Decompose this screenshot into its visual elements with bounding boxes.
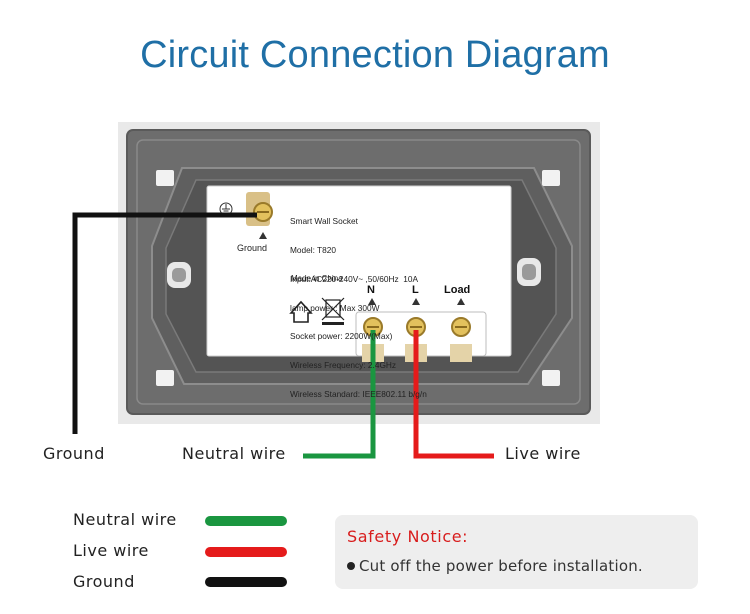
- spec-text: Smart Wall Socket Model: T820 Input:AC22…: [290, 198, 427, 409]
- legend-ground-label: Ground: [73, 572, 135, 591]
- neutral-wire: [303, 330, 376, 459]
- ground-wire-label: Ground: [43, 444, 105, 463]
- terminal-n-label: N: [367, 284, 375, 296]
- legend-live-swatch: [205, 547, 287, 557]
- legend-neutral-label: Neutral wire: [73, 510, 177, 529]
- legend-neutral-swatch: [205, 516, 287, 526]
- page-title: Circuit Connection Diagram: [140, 34, 610, 76]
- safety-notice-title: Safety Notice:: [347, 527, 469, 546]
- spec-line: Socket power: 2200W(Max): [290, 331, 393, 342]
- legend-live-label: Live wire: [73, 541, 149, 560]
- neutral-wire-label: Neutral wire: [182, 444, 286, 463]
- ground-terminal-label: Ground: [237, 243, 268, 253]
- house-icon: [289, 300, 313, 323]
- spec-line: Model: T820: [290, 244, 336, 255]
- spec-line: Input:AC220-240V~ ,50/60Hz 10A: [290, 273, 418, 284]
- legend-ground-swatch: [205, 577, 287, 587]
- live-wire: [413, 330, 494, 459]
- spec-line: Wireless Frequency: 2.4GHz: [290, 360, 397, 371]
- spec-line: Smart Wall Socket: [290, 216, 358, 227]
- made-in-label: Made in China: [291, 274, 343, 283]
- live-wire-label: Live wire: [505, 444, 581, 463]
- safety-notice-item: Cut off the power before installation.: [347, 557, 643, 575]
- terminal-l-label: L: [412, 284, 419, 296]
- safety-notice-text: Cut off the power before installation.: [359, 557, 643, 575]
- spec-line: Wireless Standard: IEEE802.11 b/g/n: [290, 388, 427, 399]
- ground-wire: [72, 212, 257, 434]
- safety-notice: Safety Notice: Cut off the power before …: [335, 515, 698, 589]
- ground-arrow-icon: [259, 232, 267, 239]
- terminal-load-label: Load: [444, 284, 471, 296]
- crossed-bin-icon: [321, 297, 345, 325]
- bullet-icon: [347, 562, 355, 570]
- spec-line: lamp power : Max 300W: [290, 302, 380, 313]
